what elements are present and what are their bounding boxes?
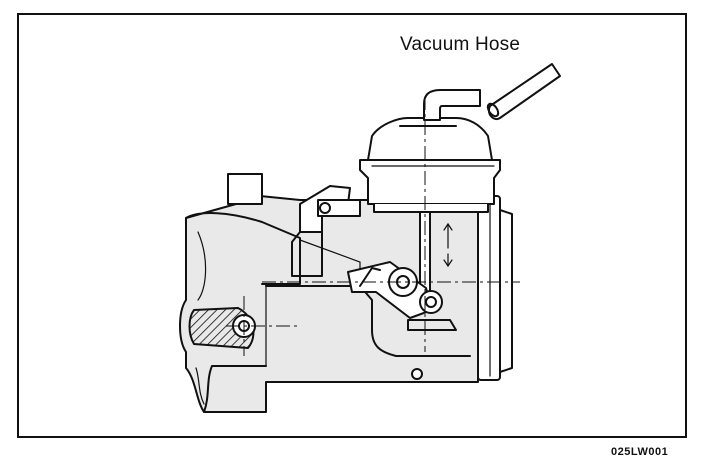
vacuum-hose bbox=[486, 63, 561, 120]
centre-lines bbox=[226, 96, 520, 356]
actuator-hose-nipple bbox=[423, 89, 481, 121]
drain-boss bbox=[411, 368, 423, 380]
figure-code: 025LW001 bbox=[611, 446, 669, 458]
throttle-flange bbox=[477, 195, 513, 381]
hatched-section bbox=[188, 307, 256, 349]
mounting-bracket bbox=[227, 173, 361, 277]
vacuum-hose-callout: Vacuum Hose bbox=[400, 34, 521, 55]
vacuum-actuator bbox=[359, 117, 501, 213]
